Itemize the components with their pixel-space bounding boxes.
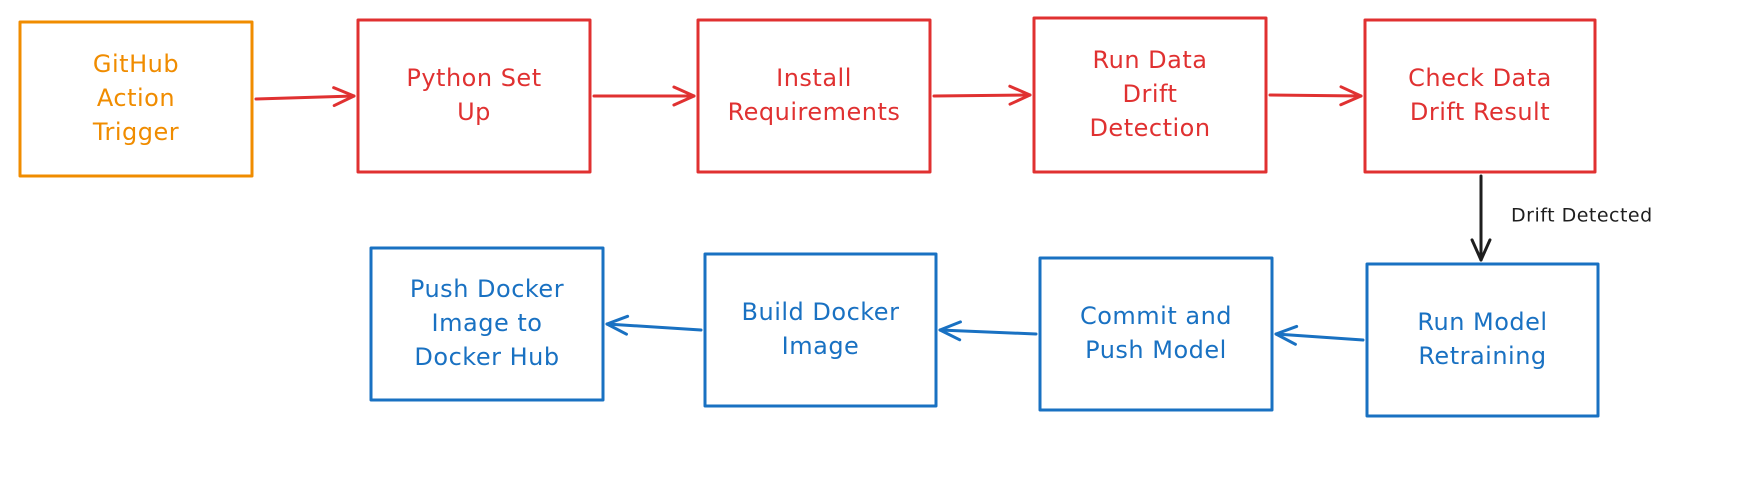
edge-line [932, 93, 1032, 98]
run-data-drift-detection-label-line: Detection [1089, 114, 1210, 142]
commit-and-push-model-box [1038, 256, 1274, 412]
edge-run-model-retraining-to-commit-and-push-model [1274, 324, 1365, 346]
check-data-drift-result-label-line: Drift Result [1410, 98, 1550, 126]
edge-line [938, 328, 1038, 336]
edge-line [254, 94, 356, 101]
check-data-drift-result-box [1363, 18, 1597, 174]
arrowhead-icon [605, 314, 630, 336]
arrowhead-icon [1274, 324, 1299, 346]
run-model-retraining-label-line: Retraining [1418, 342, 1546, 370]
python-set-up-label-line: Up [457, 98, 491, 126]
github-action-trigger-label-line: GitHub [93, 50, 179, 78]
run-data-drift-detection-label-line: Drift [1123, 80, 1178, 108]
push-docker-image-label-line: Image to [432, 309, 543, 337]
github-action-trigger-box [18, 20, 254, 178]
python-set-up-label-line: Python Set [406, 64, 541, 92]
edge-check-data-drift-result-to-run-model-retraining: Drift Detected [1470, 174, 1653, 262]
edge-commit-and-push-model-to-build-docker-image [938, 320, 1038, 342]
edge-line [1274, 332, 1365, 342]
commit-and-push-model-label-line: Commit and [1080, 302, 1232, 330]
run-model-retraining-label-line: Run Model [1417, 308, 1547, 336]
arrowhead-icon [1008, 84, 1032, 106]
push-docker-image-label-line: Push Docker [410, 275, 564, 303]
edge-build-docker-image-to-push-docker-image [605, 314, 703, 336]
check-data-drift-result-label-line: Check Data [1408, 64, 1552, 92]
push-docker-image-label-line: Docker Hub [414, 343, 559, 371]
install-requirements-label-line: Requirements [728, 98, 901, 126]
edge-python-set-up-to-install-requirements [592, 85, 696, 107]
edge-line [1268, 93, 1363, 98]
arrowhead-icon [332, 86, 356, 108]
push-docker-image-box [369, 246, 605, 402]
build-docker-image-label-line: Build Docker [742, 298, 900, 326]
arrowhead-icon [672, 85, 696, 107]
build-docker-image-label-line: Image [782, 332, 860, 360]
run-model-retraining-box [1365, 262, 1600, 418]
edges-layer: Drift Detected [254, 84, 1653, 346]
github-action-trigger-label-line: Trigger [92, 118, 179, 146]
run-data-drift-detection-box [1032, 16, 1268, 174]
install-requirements-box [696, 18, 932, 174]
build-docker-image-box [703, 252, 938, 408]
run-data-drift-detection-label-line: Run Data [1093, 46, 1208, 74]
edge-github-action-trigger-to-python-set-up [254, 86, 356, 108]
edge-line [605, 322, 703, 332]
arrowhead-icon [938, 320, 962, 342]
arrowhead-icon [1470, 238, 1492, 262]
install-requirements-label-line: Install [776, 64, 852, 92]
edge-label: Drift Detected [1511, 205, 1653, 227]
arrowhead-icon [1339, 85, 1363, 107]
commit-and-push-model-label-line: Push Model [1085, 336, 1227, 364]
edge-run-data-drift-detection-to-check-data-drift-result [1268, 85, 1363, 107]
python-set-up-box [356, 18, 592, 174]
github-action-trigger-label-line: Action [97, 84, 175, 112]
edge-install-requirements-to-run-data-drift-detection [932, 84, 1032, 106]
